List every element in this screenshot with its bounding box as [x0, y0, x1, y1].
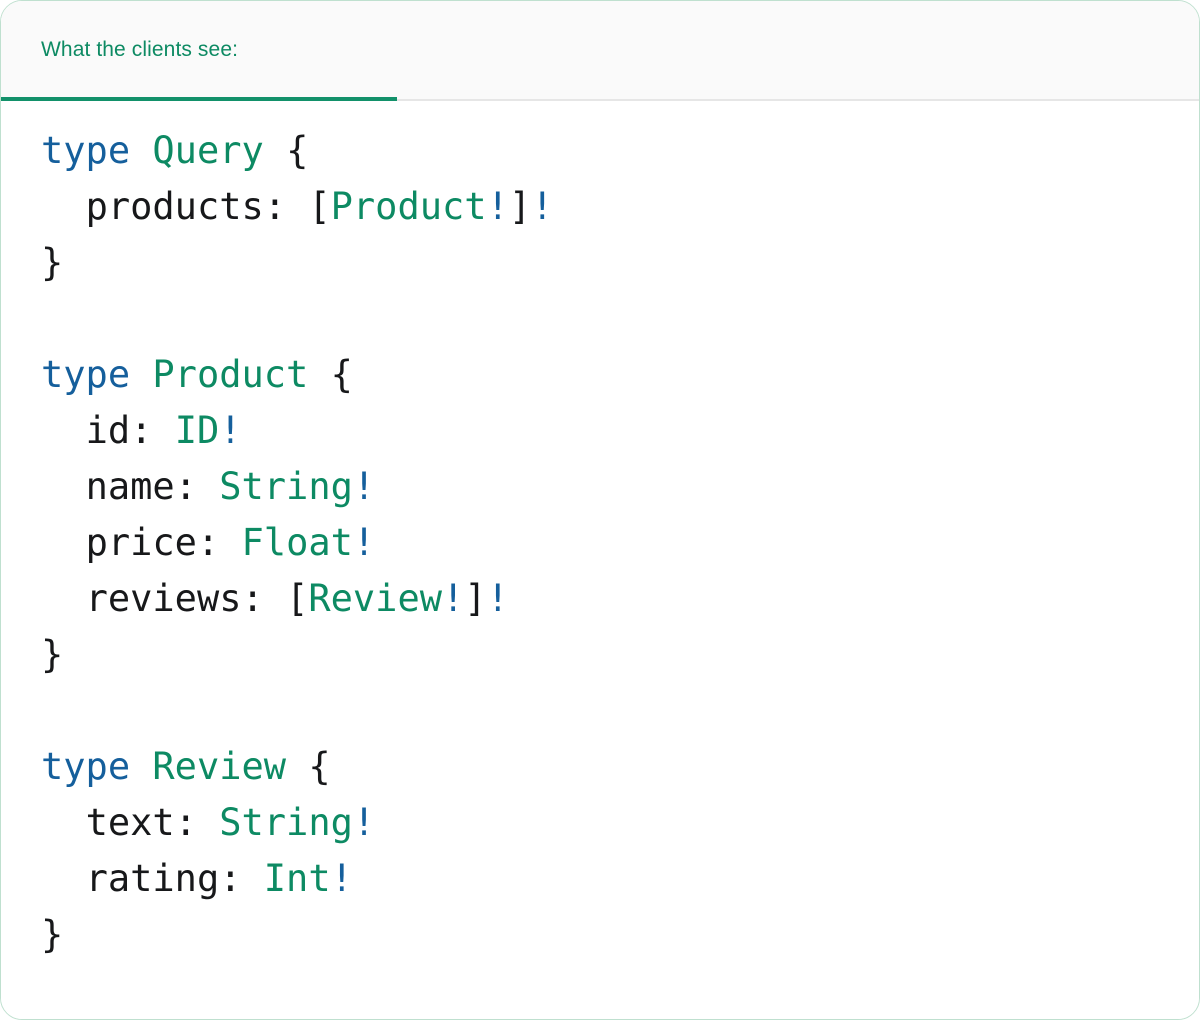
code-line: } — [41, 235, 1159, 291]
code-token: { — [308, 745, 331, 788]
code-token: type — [41, 745, 131, 788]
code-line: rating: Int! — [41, 851, 1159, 907]
code-token: : — [174, 465, 220, 508]
code-line — [41, 291, 1159, 347]
code-token: ID — [174, 409, 220, 452]
code-token: String — [219, 801, 353, 844]
code-line: type Query { — [41, 123, 1159, 179]
code-line: } — [41, 907, 1159, 963]
code-token: : — [196, 521, 242, 564]
code-panel: type Query { products: [Product!]!} type… — [1, 101, 1199, 1019]
tab-bar: What the clients see: — [1, 1, 1199, 101]
code-token — [41, 465, 86, 508]
code-token: : — [241, 577, 287, 620]
code-token — [41, 185, 86, 228]
code-token: ! — [352, 465, 376, 508]
code-line: type Product { — [41, 347, 1159, 403]
code-token — [41, 409, 86, 452]
code-token: ] — [508, 185, 532, 228]
code-token: Query — [152, 129, 264, 172]
code-token: : — [219, 857, 264, 900]
code-token: : — [130, 409, 175, 452]
code-token: products — [85, 185, 264, 228]
code-token: { — [330, 353, 353, 396]
code-token: type — [41, 353, 131, 396]
code-token: text — [85, 801, 175, 844]
code-line: reviews: [Review!]! — [41, 571, 1159, 627]
code-token: [ — [286, 577, 309, 620]
code-token — [130, 353, 152, 396]
code-token: reviews — [85, 577, 242, 620]
code-token: ! — [486, 185, 509, 228]
code-token: Float — [241, 521, 353, 564]
code-token: : — [174, 801, 220, 844]
code-token: ! — [442, 577, 465, 620]
code-line: price: Float! — [41, 515, 1159, 571]
code-line: text: String! — [41, 795, 1159, 851]
code-token: ! — [486, 577, 509, 620]
code-token: id — [85, 409, 131, 452]
code-token: String — [219, 465, 353, 508]
code-token: ! — [352, 521, 376, 564]
code-token: Int — [263, 857, 331, 900]
code-token: ! — [531, 185, 554, 228]
code-token: Review — [308, 577, 442, 620]
tab-what-the-clients-see[interactable]: What the clients see: — [1, 1, 397, 101]
code-token — [130, 129, 152, 172]
code-line: } — [41, 627, 1159, 683]
code-token: rating — [85, 857, 220, 900]
code-token: name — [85, 465, 175, 508]
code-token: } — [41, 913, 64, 956]
graphql-schema-code[interactable]: type Query { products: [Product!]!} type… — [1, 123, 1199, 963]
code-token: } — [41, 633, 64, 676]
code-token — [264, 129, 286, 172]
code-line: id: ID! — [41, 403, 1159, 459]
code-token — [308, 353, 330, 396]
code-token: price — [85, 521, 197, 564]
code-line: type Review { — [41, 739, 1159, 795]
code-line: products: [Product!]! — [41, 179, 1159, 235]
code-token: Review — [152, 745, 287, 788]
code-token: : — [263, 185, 309, 228]
code-token: type — [41, 129, 131, 172]
code-token: ! — [219, 409, 242, 452]
code-line: name: String! — [41, 459, 1159, 515]
code-token — [41, 577, 86, 620]
code-token — [130, 745, 152, 788]
code-token — [41, 521, 86, 564]
code-token: ] — [464, 577, 487, 620]
code-token — [41, 857, 86, 900]
code-token — [286, 745, 308, 788]
code-token: [ — [308, 185, 331, 228]
code-token — [41, 801, 86, 844]
tab-label: What the clients see: — [41, 38, 239, 61]
code-token: Product — [330, 185, 487, 228]
code-token: { — [286, 129, 309, 172]
code-token: } — [41, 241, 64, 284]
code-token: ! — [352, 801, 376, 844]
code-token: ! — [330, 857, 353, 900]
code-token: Product — [152, 353, 309, 396]
code-line — [41, 683, 1159, 739]
